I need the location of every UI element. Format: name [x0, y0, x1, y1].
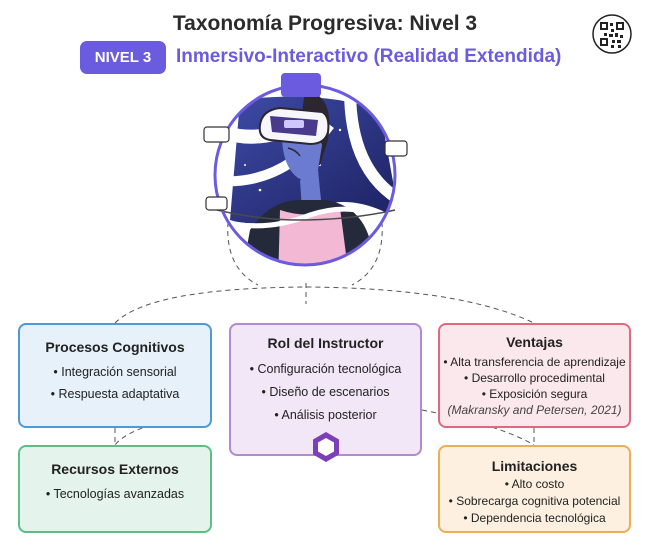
card-title: Recursos Externos — [51, 461, 179, 477]
list-item: • Tecnologías avanzadas — [45, 487, 185, 501]
list-item: • Dependencia tecnológica — [463, 511, 606, 525]
card-title: Ventajas — [506, 334, 563, 350]
list-item: • Exposición segura — [481, 387, 588, 401]
qr-code-icon — [592, 14, 632, 54]
card-limitaciones: Limitaciones • Alto costo • Sobrecarga c… — [438, 445, 631, 533]
list-item: • Sobrecarga cognitiva potencial — [448, 494, 621, 508]
list-item: • Desarrollo procedimental — [464, 371, 605, 385]
list-item: • Respuesta adaptativa — [50, 387, 180, 401]
list-item: • Integración sensorial — [53, 365, 177, 379]
page-title: Taxonomía Progresiva: Nivel 3 — [172, 12, 478, 35]
card-title: Procesos Cognitivos — [45, 339, 185, 355]
vr-headset-person-icon — [203, 73, 408, 267]
hexagon-icon — [313, 432, 339, 462]
level-name: Inmersivo-Interactivo (Realidad Extendid… — [176, 46, 562, 67]
card-title: Rol del Instructor — [267, 335, 384, 351]
list-item: • Diseño de escenarios — [261, 385, 390, 399]
card-recursos-externos: Recursos Externos • Tecnologías avanzada… — [18, 445, 212, 533]
list-item: • Alta transferencia de aprendizaje — [443, 355, 626, 369]
card-ventajas: Ventajas • Alta transferencia de aprendi… — [438, 323, 631, 428]
list-item: • Análisis posterior — [274, 408, 377, 422]
card-procesos-cognitivos: Procesos Cognitivos • Integración sensor… — [18, 323, 212, 428]
level-badge: NIVEL 3 — [80, 41, 166, 74]
list-item: • Configuración tecnológica — [249, 362, 402, 376]
list-item: • Alto costo — [504, 477, 565, 491]
card-rol-del-instructor: Rol del Instructor • Configuración tecno… — [229, 323, 422, 462]
citation: (Makransky and Petersen, 2021) — [447, 403, 622, 417]
card-title: Limitaciones — [491, 458, 578, 474]
